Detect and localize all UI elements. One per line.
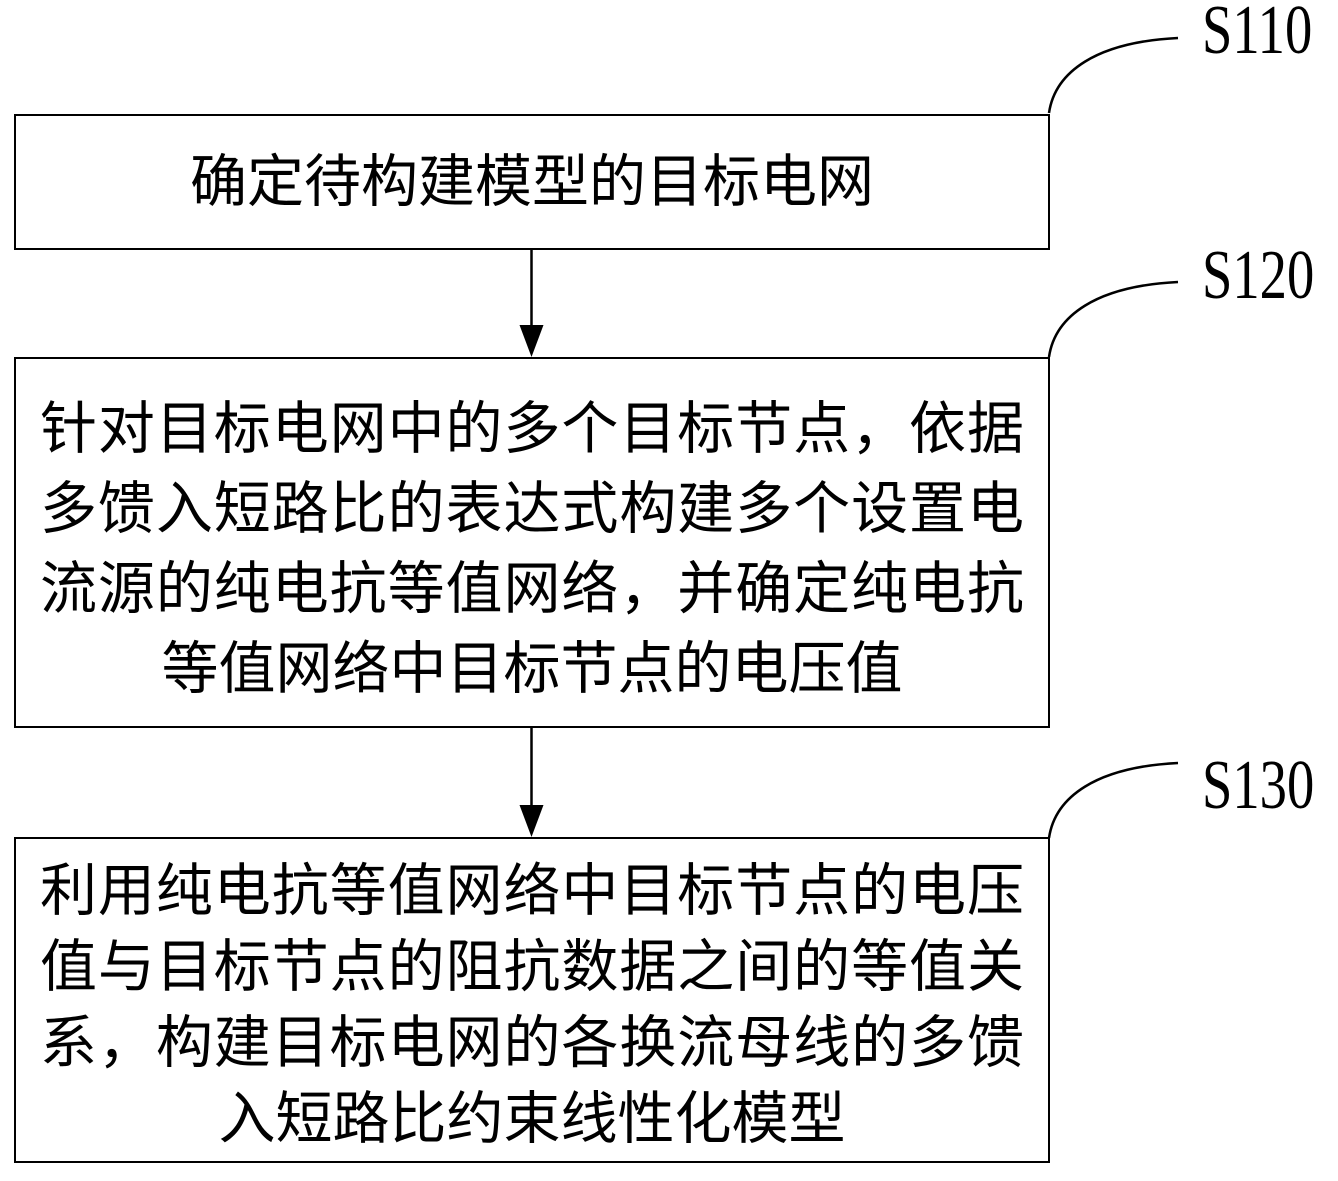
step-2-text-line-4: 等值网络中目标节点的电压值 — [161, 636, 903, 702]
arrow-step1-step2 — [519, 250, 544, 357]
step-3-text-line-2: 值与目标节点的阻抗数据之间的等值关 — [40, 934, 1024, 1000]
step-2-text-line-3: 流源的纯电抗等值网络，并确定纯电抗 — [40, 556, 1024, 622]
arrow-step2-step3 — [519, 728, 544, 837]
step-2-text-line-1: 针对目标电网中的多个目标节点，依据 — [40, 396, 1024, 462]
leader-line-s110 — [1047, 36, 1179, 114]
step-box-1: 确定待构建模型的目标电网 — [14, 114, 1050, 250]
step-3-text-line-3: 系，构建目标电网的各换流母线的多馈 — [40, 1010, 1024, 1076]
step-2-text-line-2: 多馈入短路比的表达式构建多个设置电 — [40, 476, 1024, 542]
step-label-s120: S120 — [1202, 237, 1315, 314]
step-box-3: 利用纯电抗等值网络中目标节点的电压 值与目标节点的阻抗数据之间的等值关 系，构建… — [14, 837, 1050, 1163]
step-3-text-line-1: 利用纯电抗等值网络中目标节点的电压 — [40, 858, 1024, 924]
step-3-text-line-4: 入短路比约束线性化模型 — [218, 1086, 846, 1152]
step-1-text: 确定待构建模型的目标电网 — [190, 148, 874, 215]
step-label-s130: S130 — [1202, 747, 1315, 824]
step-label-s110: S110 — [1202, 0, 1313, 69]
leader-line-s120 — [1047, 280, 1179, 358]
leader-line-s130 — [1047, 761, 1179, 839]
step-box-2: 针对目标电网中的多个目标节点，依据 多馈入短路比的表达式构建多个设置电 流源的纯… — [14, 357, 1050, 728]
